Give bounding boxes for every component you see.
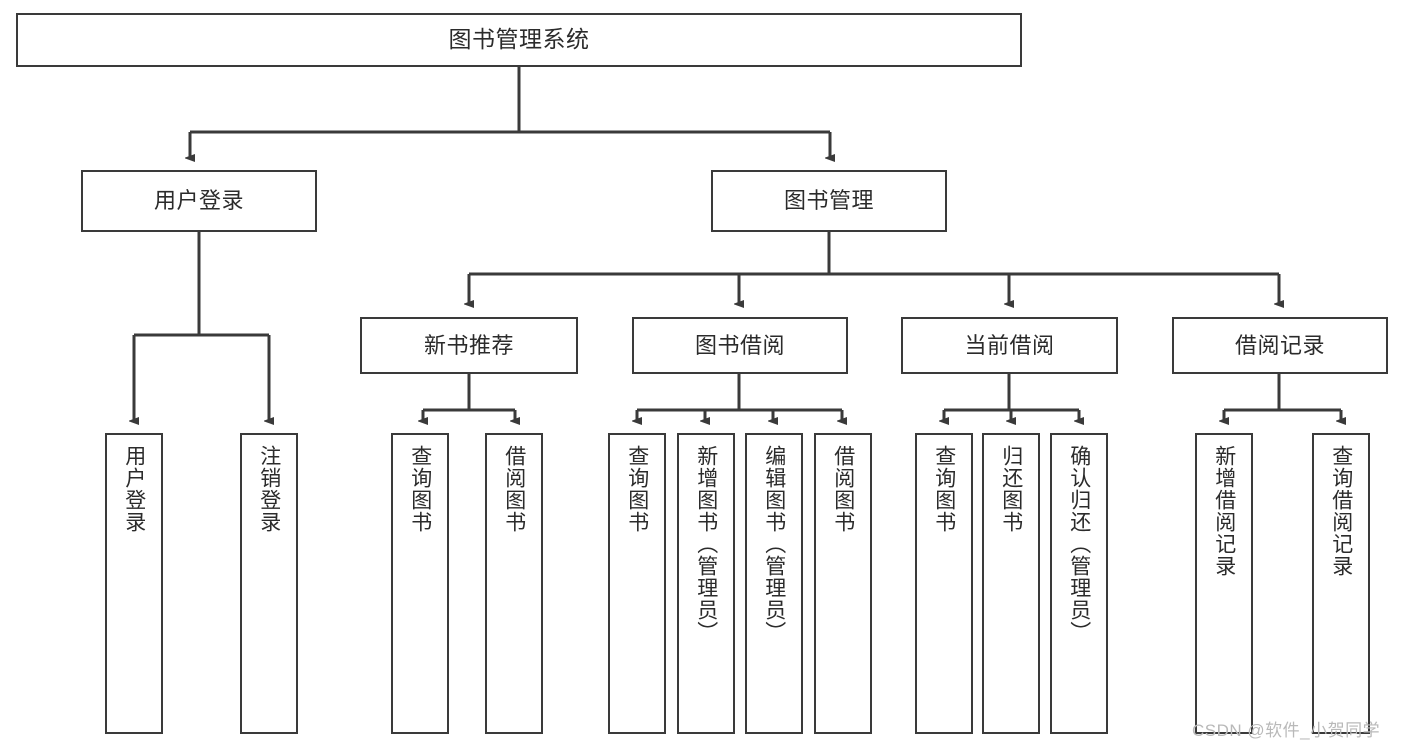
node-label: 新增图书（管理员） [694,445,718,643]
node-label: 查询图书 [625,445,649,533]
node-label: 编辑图书（管理员） [762,445,786,643]
node-label: 注销登录 [257,445,281,533]
leaf-book-borrow-query[interactable]: 查询图书 [608,433,666,734]
leaf-borrow-record-add[interactable]: 新增借阅记录 [1195,433,1253,734]
node-label: 图书管理 [783,188,874,214]
node-label: 查询图书 [408,445,432,533]
watermark-csdn: CSDN @软件_小贺同学 [1192,721,1381,740]
node-label: 图书借阅 [694,332,785,358]
leaf-borrow-record-query[interactable]: 查询借阅记录 [1312,433,1370,734]
leaf-book-borrow-add[interactable]: 新增图书（管理员） [677,433,735,734]
node-book-borrow[interactable]: 图书借阅 [632,317,848,374]
leaf-book-borrow-borrow[interactable]: 借阅图书 [814,433,872,734]
leaf-new-book-query[interactable]: 查询图书 [391,433,449,734]
node-user-login[interactable]: 用户登录 [81,170,317,232]
leaf-user-login-login[interactable]: 用户登录 [105,433,163,734]
node-label: 归还图书 [999,445,1023,533]
node-borrow-record[interactable]: 借阅记录 [1172,317,1388,374]
leaf-user-login-logout[interactable]: 注销登录 [240,433,298,734]
node-label: 查询借阅记录 [1329,445,1353,577]
node-label: 借阅图书 [502,445,526,533]
node-label: 图书管理系统 [448,26,590,53]
node-label: 新书推荐 [423,332,514,358]
node-label: 查询图书 [932,445,956,533]
leaf-current-borrow-return[interactable]: 归还图书 [982,433,1040,734]
node-book-management[interactable]: 图书管理 [711,170,947,232]
node-root-system[interactable]: 图书管理系统 [16,13,1022,67]
node-label: 用户登录 [122,445,146,533]
node-label: 用户登录 [153,188,244,214]
node-label: 当前借阅 [964,332,1055,358]
leaf-current-borrow-confirm-return[interactable]: 确认归还（管理员） [1050,433,1108,734]
leaf-current-borrow-query[interactable]: 查询图书 [915,433,973,734]
node-new-book-recommend[interactable]: 新书推荐 [360,317,578,374]
leaf-new-book-borrow[interactable]: 借阅图书 [485,433,543,734]
leaf-book-borrow-edit[interactable]: 编辑图书（管理员） [745,433,803,734]
node-label: 新增借阅记录 [1212,445,1236,577]
node-current-borrow[interactable]: 当前借阅 [901,317,1118,374]
node-label: 借阅记录 [1234,332,1325,358]
node-label: 确认归还（管理员） [1067,445,1091,643]
node-label: 借阅图书 [831,445,855,533]
